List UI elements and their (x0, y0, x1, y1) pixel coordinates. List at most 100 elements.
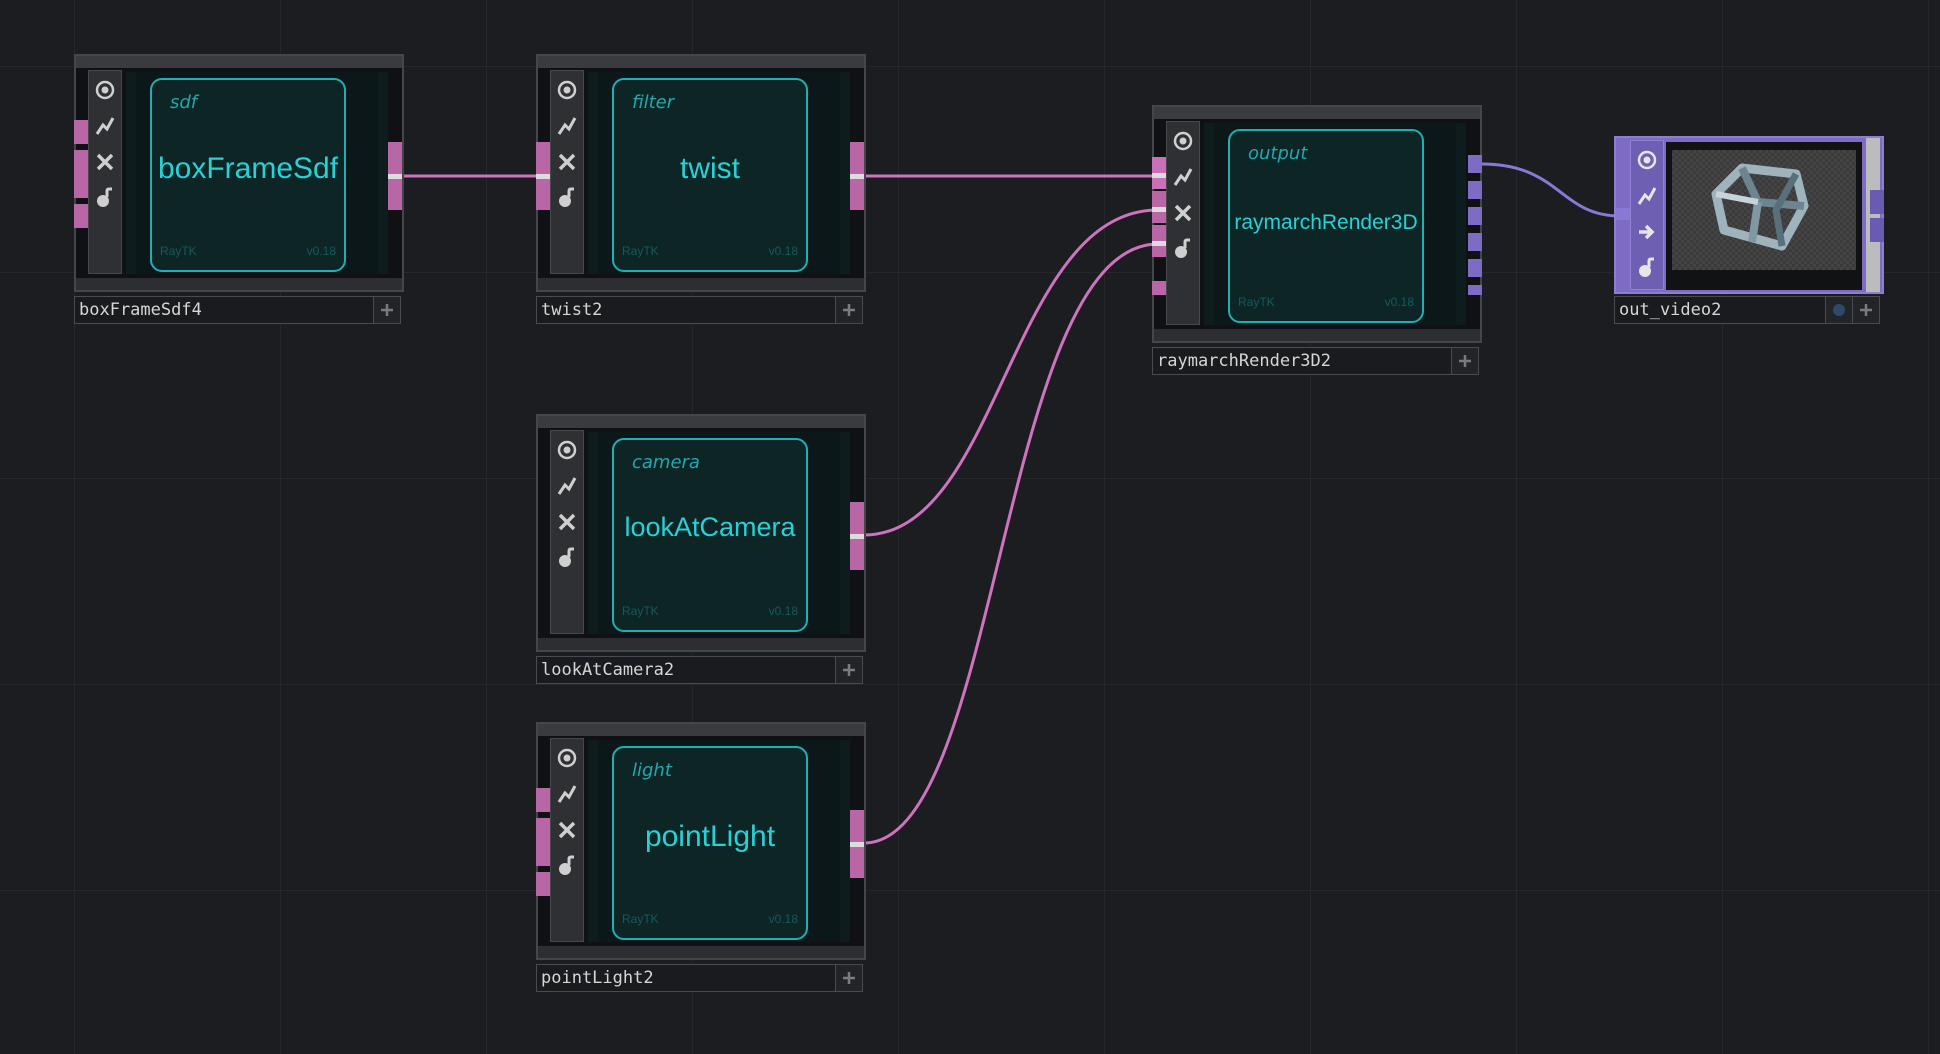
clone-icon[interactable] (1169, 234, 1197, 264)
op-brand: RayTK (622, 912, 659, 926)
op-name: lookAtCamera (624, 512, 796, 542)
bypass-icon[interactable] (553, 471, 581, 501)
output-port[interactable] (1870, 218, 1884, 242)
output-port[interactable] (850, 810, 864, 878)
output-port[interactable] (1468, 181, 1482, 199)
node-out-video2[interactable]: out_video2 (1614, 136, 1884, 324)
add-icon[interactable] (1853, 296, 1880, 324)
input-port[interactable] (1616, 208, 1630, 220)
input-port[interactable] (1152, 157, 1166, 189)
op-category: light (632, 760, 672, 781)
output-port[interactable] (1468, 285, 1482, 295)
input-port[interactable] (1152, 281, 1166, 295)
viewer-icon[interactable] (553, 75, 581, 105)
bypass-icon[interactable] (1169, 162, 1197, 192)
add-icon[interactable] (836, 296, 863, 324)
node-button-strip (550, 70, 584, 274)
clone-icon[interactable] (1633, 253, 1661, 283)
node-body[interactable]: filter twist RayTK v0.18 (536, 54, 866, 292)
node-body[interactable] (1614, 136, 1884, 294)
node-name-field[interactable]: twist2 (536, 296, 836, 324)
input-port[interactable] (1152, 191, 1166, 223)
close-icon[interactable] (553, 507, 581, 537)
input-port[interactable] (1152, 225, 1166, 257)
node-button-strip (550, 738, 584, 942)
input-port[interactable] (74, 120, 88, 144)
input-port[interactable] (536, 788, 550, 812)
node-viewer: filter twist RayTK v0.18 (588, 72, 850, 274)
node-body[interactable]: light pointLight RayTK v0.18 (536, 722, 866, 960)
node-label-row: pointLight2 (536, 964, 863, 992)
clone-icon[interactable] (91, 183, 119, 213)
close-icon[interactable] (1169, 198, 1197, 228)
viewer-icon[interactable] (91, 75, 119, 105)
output-port[interactable] (850, 142, 864, 210)
clone-icon[interactable] (553, 851, 581, 881)
bypass-icon[interactable] (553, 111, 581, 141)
node-name-field[interactable]: lookAtCamera2 (536, 656, 836, 684)
node-button-strip (1166, 121, 1200, 325)
node-body[interactable]: camera lookAtCamera RayTK v0.18 (536, 414, 866, 652)
input-port[interactable] (74, 150, 88, 198)
op-category: output (1248, 143, 1308, 164)
op-category: sdf (170, 92, 198, 113)
add-icon[interactable] (836, 964, 863, 992)
node-lookatcamera2[interactable]: camera lookAtCamera RayTK v0.18 lookAtCa… (536, 414, 866, 684)
clone-icon[interactable] (553, 183, 581, 213)
op-name: twist (680, 152, 740, 185)
node-name-field[interactable]: pointLight2 (536, 964, 836, 992)
clone-icon[interactable] (553, 543, 581, 573)
op-name: raymarchRender3D (1234, 211, 1418, 234)
op-card: output raymarchRender3D RayTK v0.18 (1228, 129, 1424, 323)
op-brand: RayTK (622, 244, 659, 258)
op-version: v0.18 (306, 244, 336, 258)
viewer-scroll-bar[interactable] (1866, 138, 1880, 292)
video-preview (1666, 142, 1862, 290)
add-icon[interactable] (836, 656, 863, 684)
node-pointlight2[interactable]: light pointLight RayTK v0.18 pointLight2 (536, 722, 866, 992)
node-body[interactable]: output raymarchRender3D RayTK v0.18 (1152, 105, 1482, 343)
bypass-icon[interactable] (553, 779, 581, 809)
wire-camera-to-raymarch[interactable] (863, 208, 1159, 537)
close-icon[interactable] (91, 147, 119, 177)
viewer-icon[interactable] (553, 743, 581, 773)
output-port[interactable] (388, 142, 402, 210)
arrow-right-icon[interactable] (1633, 217, 1661, 247)
node-name-field[interactable]: boxFrameSdf4 (74, 296, 374, 324)
op-card: light pointLight RayTK v0.18 (612, 746, 808, 940)
node-name-field[interactable]: out_video2 (1614, 296, 1826, 324)
add-icon[interactable] (1452, 347, 1479, 375)
viewer-icon[interactable] (1169, 126, 1197, 156)
wire-raymarch-to-video[interactable] (1481, 162, 1621, 218)
output-port[interactable] (1468, 207, 1482, 225)
node-label-row: raymarchRender3D2 (1152, 347, 1479, 375)
input-port[interactable] (536, 872, 550, 896)
close-icon[interactable] (553, 815, 581, 845)
input-port[interactable] (74, 204, 88, 228)
node-name-field[interactable]: raymarchRender3D2 (1152, 347, 1452, 375)
node-raymarchrender3d2[interactable]: output raymarchRender3D RayTK v0.18 raym… (1152, 105, 1482, 375)
viewer-icon[interactable] (1633, 145, 1661, 175)
node-button-strip (88, 70, 122, 274)
node-boxframesdf4[interactable]: sdf boxFrameSdf RayTK v0.18 boxFrameSdf4 (74, 54, 404, 324)
output-port[interactable] (1468, 259, 1482, 277)
node-twist2[interactable]: filter twist RayTK v0.18 twist2 (536, 54, 866, 324)
add-icon[interactable] (374, 296, 401, 324)
wire-light-to-raymarch[interactable] (863, 242, 1159, 845)
op-card: sdf boxFrameSdf RayTK v0.18 (150, 78, 346, 272)
bypass-icon[interactable] (91, 111, 119, 141)
close-icon[interactable] (553, 147, 581, 177)
output-port[interactable] (850, 502, 864, 570)
input-port[interactable] (536, 818, 550, 866)
node-viewer: output raymarchRender3D RayTK v0.18 (1204, 123, 1466, 325)
viewer-icon[interactable] (553, 435, 581, 465)
node-body[interactable]: sdf boxFrameSdf RayTK v0.18 (74, 54, 404, 292)
active-dot-icon[interactable] (1826, 296, 1853, 324)
node-label-row: lookAtCamera2 (536, 656, 863, 684)
op-version: v0.18 (768, 244, 798, 258)
output-port[interactable] (1468, 155, 1482, 173)
output-port[interactable] (1870, 190, 1884, 214)
output-port[interactable] (1468, 233, 1482, 251)
bypass-icon[interactable] (1633, 181, 1661, 211)
input-port[interactable] (536, 142, 550, 210)
